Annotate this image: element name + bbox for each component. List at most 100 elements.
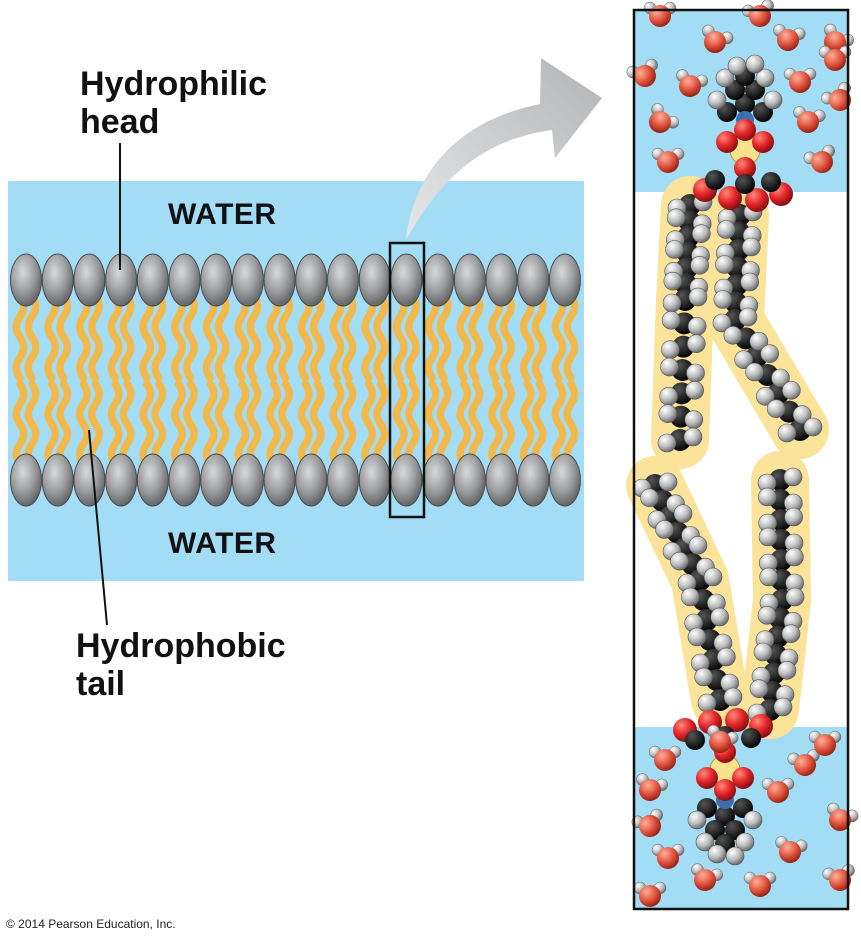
hydrogen-atom: [662, 293, 682, 313]
water-molecule: [707, 724, 739, 753]
oxygen-atom: [709, 731, 731, 753]
hydrogen-atom: [685, 381, 704, 400]
tail-chain: [456, 380, 472, 468]
selection-box: [388, 241, 426, 519]
tail-chain: [392, 380, 408, 468]
water-molecule: [773, 24, 806, 51]
tail-chain: [551, 380, 567, 468]
water-label-bottom: WATER: [168, 527, 277, 560]
tail-chain: [171, 380, 186, 468]
phospholipid-head: [295, 453, 328, 507]
tail-chain: [456, 292, 472, 382]
hydrogen-atom: [673, 504, 693, 523]
tail-chain: [404, 292, 420, 382]
tail-chain: [297, 380, 313, 468]
hydrogen-atom: [692, 224, 711, 243]
phospholipid-head: [231, 253, 264, 307]
hydrogen-atom: [734, 350, 753, 369]
phospholipid-head: [390, 253, 423, 307]
water-label-top: WATER: [168, 198, 277, 231]
oxygen-atom: [704, 31, 726, 53]
tail-chain: [56, 380, 72, 468]
phospholipid-head: [200, 253, 233, 307]
tail-chain: [436, 380, 452, 468]
tail-chain: [119, 380, 135, 468]
hydrogen-atom: [745, 362, 764, 382]
phospholipid-head: [10, 253, 42, 307]
tail-chain: [266, 292, 282, 382]
carbon-atom: [715, 806, 735, 826]
tail-chain: [151, 380, 167, 468]
tail-chain: [202, 292, 218, 382]
tail-chain: [171, 292, 186, 382]
oxygen-atom: [824, 31, 846, 53]
phospholipid-head: [422, 453, 455, 507]
phospholipid-head: [41, 253, 74, 307]
tail-chain: [87, 380, 103, 468]
tail-chain: [531, 380, 547, 468]
water-molecule: [649, 103, 680, 133]
hydrogen-atom: [781, 624, 801, 643]
carbon-atom: [741, 728, 761, 748]
phospholipid-head: [10, 453, 42, 507]
hydrogen-atom: [771, 368, 790, 388]
tail-chain: [361, 292, 377, 382]
phospholipid-head: [105, 253, 138, 307]
tail-chain: [139, 292, 155, 382]
hydrophilic-heads: [10, 253, 581, 507]
hydrophilic-label-line1: Hydrophilic: [80, 65, 268, 103]
hydrogen-atom: [757, 606, 777, 625]
hydrogen-atom: [763, 90, 783, 110]
hydrophilic-label-line2: head: [80, 103, 160, 141]
tail-chain: [12, 380, 28, 468]
tail-chain: [246, 380, 262, 468]
hydrogen-atom: [743, 810, 763, 830]
tail-chain: [56, 292, 72, 382]
copyright-notice: © 2014 Pearson Education, Inc.: [6, 917, 176, 931]
tail-leader-line: [88, 429, 108, 626]
phospholipid-head: [231, 453, 264, 507]
water-molecule: [824, 23, 854, 53]
tail-chain: [107, 292, 123, 382]
hydrogen-atom: [803, 417, 823, 437]
hydrogen-atom: [745, 54, 765, 74]
phospholipid-head: [136, 253, 169, 307]
water-molecule: [636, 773, 668, 801]
tail-chain: [519, 292, 535, 382]
hydrogen-atom: [640, 488, 659, 508]
oxygen-atom: [829, 869, 851, 891]
hydrogen-atom: [683, 427, 703, 447]
tail-chain: [563, 380, 579, 468]
tail-chain: [183, 292, 198, 382]
tail-chain: [246, 292, 262, 382]
tail-chain: [234, 380, 250, 468]
tail-chain: [531, 292, 547, 382]
oxygen-atom: [714, 779, 736, 801]
hydrogen-atom: [681, 587, 700, 607]
hydrogen-atom: [707, 90, 727, 110]
tail-chain: [488, 380, 503, 468]
hydrogen-atom: [723, 326, 743, 345]
tail-chain: [373, 292, 389, 382]
oxygen-atom: [732, 767, 754, 789]
hydrogen-atom: [658, 472, 678, 492]
oxygen-atom: [767, 781, 789, 803]
tail-chain: [278, 292, 294, 382]
tail-chain: [75, 380, 91, 468]
hydrogen-atom: [690, 256, 709, 275]
hydrogen-atom: [686, 363, 705, 383]
water-molecule: [793, 106, 826, 133]
tail-chain: [309, 292, 325, 382]
hydrogen-atom: [742, 237, 761, 257]
phospholipid-head: [453, 453, 486, 507]
tail-chain: [373, 380, 389, 468]
oxygen-atom: [639, 885, 661, 907]
oxygen-atom: [639, 815, 661, 837]
oxygen-atom: [779, 841, 801, 863]
water-molecule: [651, 843, 685, 869]
tail-chain: [75, 292, 91, 382]
hydrogen-atom: [666, 208, 686, 228]
water-molecule: [761, 777, 795, 803]
phospholipid-head: [485, 453, 518, 507]
tail-chain: [24, 380, 40, 468]
